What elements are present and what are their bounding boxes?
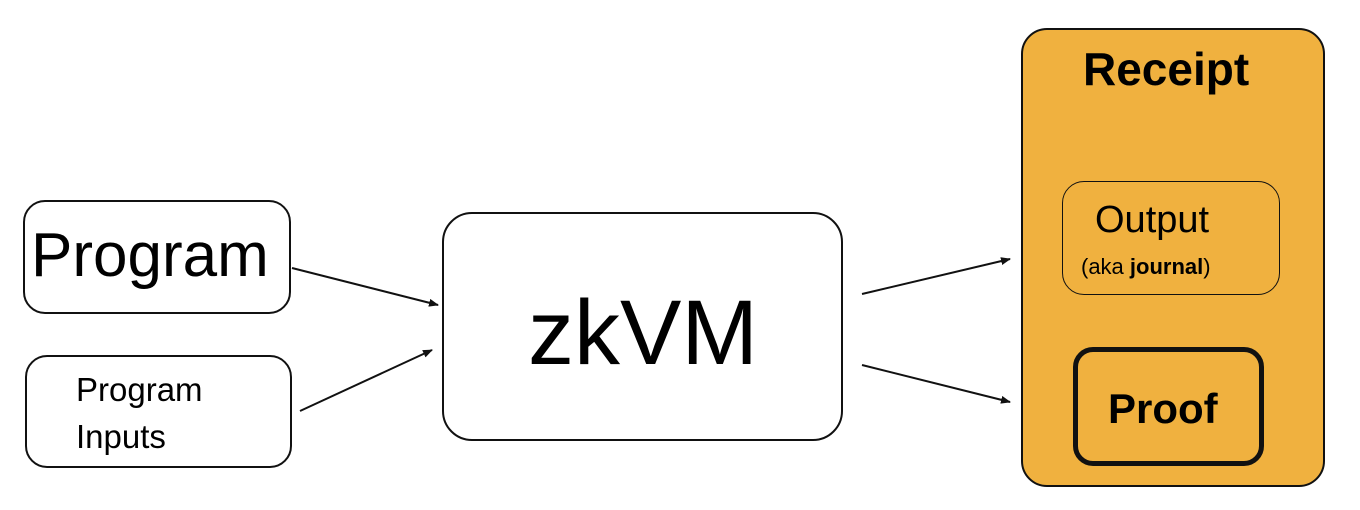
zkvm-box: zkVM [442,212,843,441]
proof-label: Proof [1108,385,1218,432]
arrow-program-to-zkvm [291,267,439,307]
output-note-suffix: ) [1203,254,1211,279]
program-inputs-box: Program Inputs [25,355,292,468]
program-label: Program [31,221,269,290]
output-note-prefix: (aka [1081,254,1130,279]
arrow-inputs-to-zkvm [299,349,433,412]
output-box: Output (aka journal) [1062,181,1280,295]
output-note: (aka journal) [1081,254,1211,280]
program-inputs-line2: Inputs [76,418,166,455]
arrow-zkvm-to-output [861,257,1011,295]
receipt-box: Receipt Output (aka journal) Proof [1021,28,1325,487]
proof-box: Proof [1073,347,1264,466]
program-box: Program [23,200,291,314]
output-note-journal: journal [1129,254,1204,279]
output-label: Output [1095,199,1210,241]
receipt-title: Receipt [1083,43,1250,95]
arrow-zkvm-to-proof [861,364,1011,404]
program-inputs-line1: Program [76,371,203,408]
zkvm-label: zkVM [528,282,758,384]
